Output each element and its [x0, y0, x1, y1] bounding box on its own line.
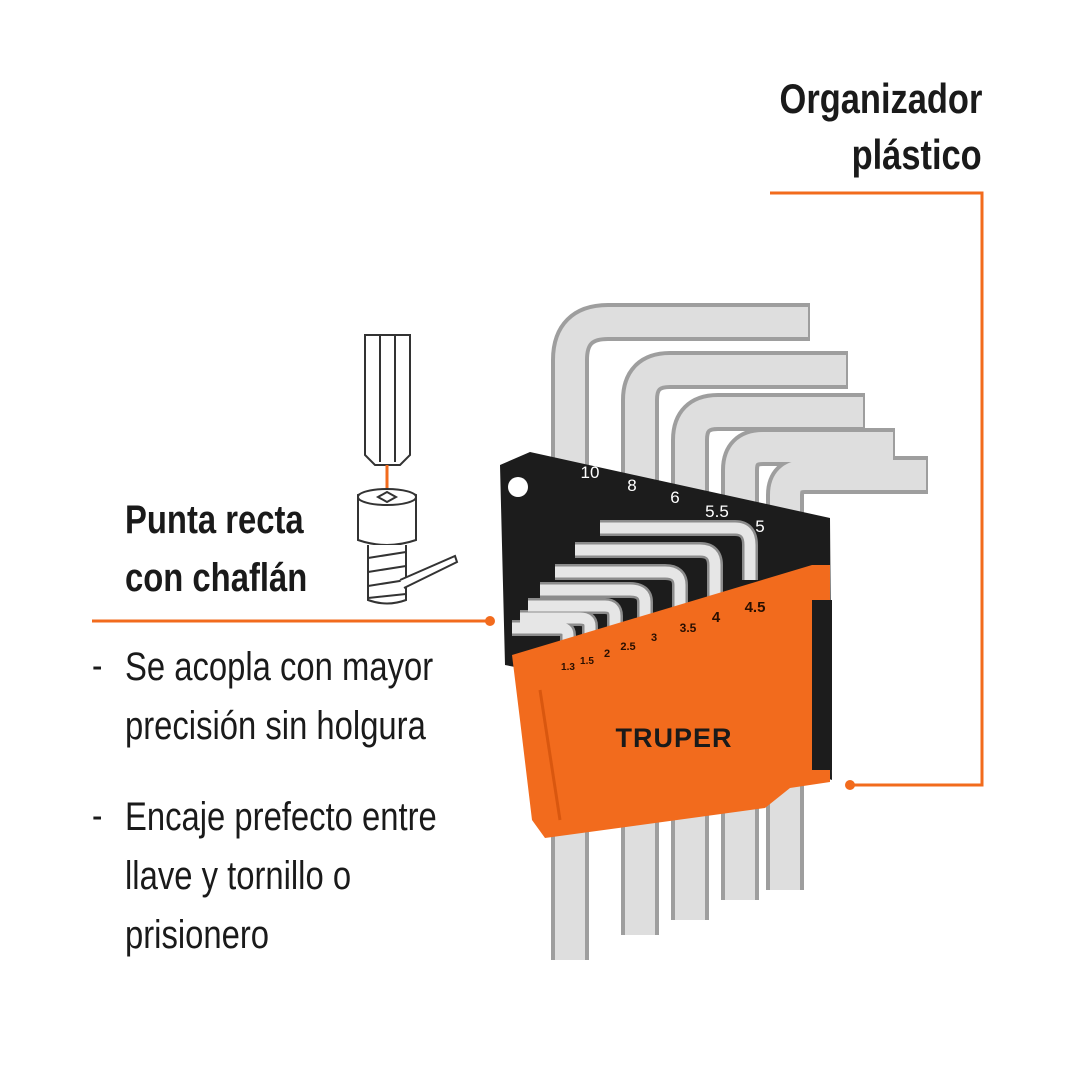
organizer-callout-dot: [845, 780, 855, 790]
bullet-text: Encaje prefecto entre: [125, 795, 437, 839]
size-label: 5.5: [705, 502, 729, 521]
organizer-callout-title-line1: Organizador: [779, 75, 982, 122]
size-label: 1.5: [580, 656, 594, 667]
size-label: 8: [627, 476, 636, 495]
size-label: 5: [755, 517, 764, 536]
size-label: 1.3: [561, 662, 575, 673]
organizer-callout-line: [770, 191, 984, 787]
bullet-dash: -: [92, 795, 103, 837]
tip-callout-title-line1: Punta recta: [125, 498, 304, 542]
size-label: 4.5: [745, 599, 766, 616]
size-label: 4: [712, 609, 721, 626]
small-hex-keys: [512, 520, 758, 648]
hex-tip-icon: [357, 334, 459, 605]
size-label: 10: [581, 463, 600, 482]
size-label: 3.5: [680, 621, 697, 635]
holder-front: [512, 565, 830, 838]
bullet-text: Se acopla con mayor: [125, 645, 434, 689]
bullet-dash: -: [92, 645, 103, 687]
large-hex-keys: [551, 303, 928, 960]
tip-callout-dot: [485, 616, 495, 626]
size-label: 3: [651, 632, 657, 644]
size-label: 2.5: [620, 641, 635, 653]
bullet-text: llave y tornillo o: [125, 854, 352, 898]
brand-logo: TRUPER: [615, 723, 732, 753]
organizer-callout-title-line2: plástico: [851, 131, 982, 178]
bullet-text: precisión sin holgura: [125, 704, 426, 748]
bullet-text: prisionero: [125, 913, 270, 957]
hanging-hole: [508, 477, 528, 497]
size-label: 6: [670, 488, 679, 507]
size-label: 2: [604, 648, 610, 660]
tip-callout-title-line2: con chaflán: [125, 556, 308, 600]
holder-side-slot: [812, 600, 832, 770]
